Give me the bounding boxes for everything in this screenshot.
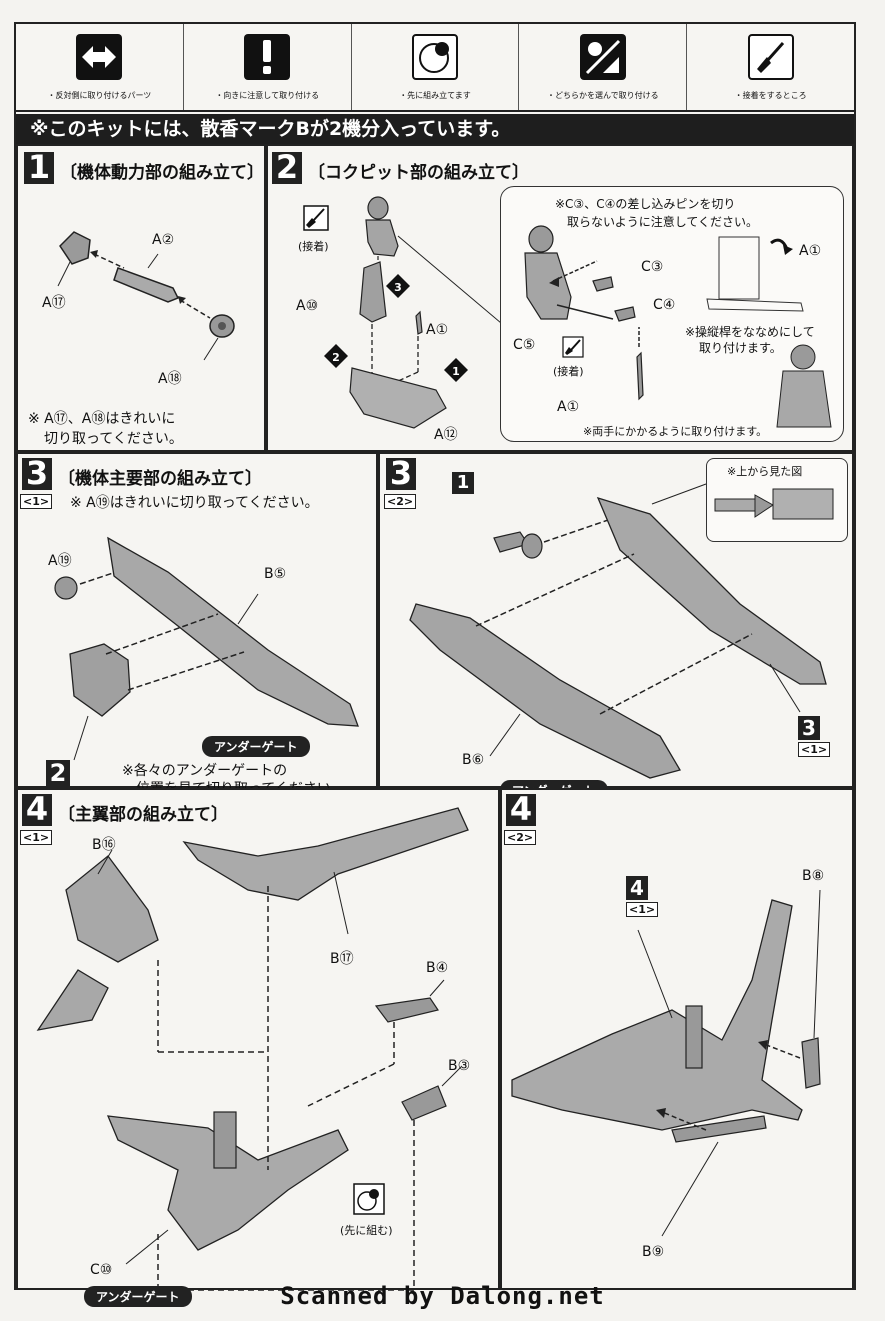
part-label: A① — [426, 322, 449, 338]
part-label: A⑩ — [296, 298, 319, 314]
choose-one-icon — [579, 34, 626, 80]
svg-text:2: 2 — [332, 351, 340, 364]
step3-2-panel: 3 <2> 1 ※上から見た図 B⑥ 3 <1> アンダーゲート — [378, 452, 854, 801]
order-marker: 1 — [452, 472, 474, 494]
callout-note: ※C③、C④の差し込みピンを切り — [555, 197, 736, 211]
pilot-detail-diagram — [524, 225, 832, 428]
part-label: C③ — [641, 259, 664, 275]
step-note: ※各々のアンダーゲートの — [122, 763, 288, 779]
under-gate-label: アンダーゲート — [202, 736, 310, 757]
assemble-first-label: (先に組む) — [340, 1224, 393, 1237]
step-number: 4 — [22, 793, 52, 826]
part-label: A⑱ — [158, 371, 182, 387]
glue-label: (接着) — [553, 365, 584, 378]
sub-step-tag: <1> — [20, 830, 53, 845]
part-label: B⑯ — [92, 837, 116, 853]
sub-step-tag: <2> — [384, 494, 417, 509]
instruction-page: ・反対側に取り付けるパーツ ・向きに注意して取り付ける ・先に組み立てます ・ど… — [14, 22, 856, 1307]
step1-panel: 1 〔機体動力部の組み立て〕 A⑰ A② A⑱ ※ A⑰、A⑱はきれいに 切り取… — [16, 144, 266, 452]
legend-label: ・反対側に取り付けるパーツ — [47, 91, 152, 100]
step-number: 3 — [386, 457, 416, 490]
cockpit-diagram: 3 2 1 — [324, 196, 515, 429]
kit-notice-banner: ※このキットには、散香マークBが2機分入っています。 — [16, 114, 854, 144]
legend-label: ・接着をするところ — [734, 91, 807, 100]
step-note: ※ A⑰、A⑱はきれいに — [28, 411, 176, 427]
exclamation-icon — [244, 34, 291, 80]
legend-label: ・どちらかを選んで取り付ける — [546, 91, 659, 100]
double-arrow-icon — [76, 34, 123, 80]
part-label: A① — [799, 243, 822, 259]
step-note: 切り取ってください。 — [44, 431, 183, 447]
order-marker: 3 — [394, 281, 402, 294]
step-number: 2 — [272, 151, 302, 184]
legend-item-assemble-first: ・先に組み立てます — [352, 24, 520, 110]
step1-diagram — [57, 231, 235, 361]
ref-step: 3 — [798, 716, 820, 740]
part-label: A⑰ — [42, 295, 66, 311]
step4-2-panel: 4 <2> 4 <1> B⑧ B⑨ — [500, 788, 854, 1290]
callout-note: ※操縦桿をななめにして — [685, 325, 815, 339]
part-label: B③ — [448, 1058, 471, 1074]
symbol-legend: ・反対側に取り付けるパーツ ・向きに注意して取り付ける ・先に組み立てます ・ど… — [16, 24, 854, 112]
part-label: B⑰ — [330, 951, 354, 967]
part-label: B④ — [426, 960, 449, 976]
fuselage-right-diagram — [409, 483, 827, 779]
legend-item-opposite-side: ・反対側に取り付けるパーツ — [16, 24, 184, 110]
step-title: 〔機体動力部の組み立て〕 — [60, 163, 264, 183]
part-label: A⑫ — [434, 427, 458, 443]
fuselage-left-diagram — [54, 536, 359, 761]
wing-final-diagram — [511, 889, 821, 1237]
glue-brush-icon — [747, 34, 794, 80]
legend-item-orientation: ・向きに注意して取り付ける — [184, 24, 352, 110]
top-view-callout: ※上から見た図 — [706, 458, 848, 542]
ref-sub-tag: <1> — [798, 742, 831, 757]
part-label: C⑤ — [513, 337, 536, 353]
glue-brush-icon — [303, 205, 329, 231]
step4-1-panel: 4 <1> 〔主翼部の組み立て〕 — [16, 788, 500, 1307]
part-label: A⑲ — [48, 553, 72, 569]
part-label: B⑧ — [802, 868, 825, 884]
ref-step: 2 — [46, 760, 70, 786]
legend-label: ・向きに注意して取り付ける — [215, 91, 320, 100]
under-gate-label: アンダーゲート — [84, 1286, 192, 1307]
part-label: B⑥ — [462, 752, 485, 768]
ref-step: 4 — [626, 876, 648, 900]
wing-assembly-diagram — [36, 807, 469, 1291]
step-number: 3 — [22, 457, 52, 490]
part-label: A② — [152, 232, 175, 248]
top-view-diagram — [714, 488, 834, 520]
callout-note: ※上から見た図 — [727, 465, 803, 478]
callout-note: 取り付けます。 — [699, 341, 782, 355]
legend-item-choose-one: ・どちらかを選んで取り付ける — [519, 24, 688, 110]
step-note: ※ A⑲はきれいに切り取ってください。 — [70, 495, 319, 511]
pilot-detail-callout: ※C③、C④の差し込みピンを切り 取らないように注意してください。 — [500, 186, 844, 442]
step-title: 〔機体主要部の組み立て〕 — [58, 469, 262, 489]
callout-note: 取らないように注意してください。 — [567, 215, 759, 229]
step-title: 〔主翼部の組み立て〕 — [58, 805, 228, 825]
legend-item-glue: ・接着をするところ — [687, 24, 854, 110]
scan-credit: Scanned by Dalong.net — [280, 1282, 605, 1310]
part-label: A① — [557, 399, 580, 415]
step-number: 4 — [506, 793, 536, 826]
legend-label: ・先に組み立てます — [399, 91, 471, 100]
ref-sub-tag: <1> — [626, 902, 659, 917]
part-label: B⑨ — [642, 1244, 665, 1260]
svg-text:1: 1 — [452, 365, 460, 378]
step-number: 1 — [24, 151, 54, 184]
first-assemble-icon — [411, 34, 458, 80]
step-title: 〔コクピット部の組み立て〕 — [308, 163, 529, 183]
part-label: C⑩ — [90, 1262, 113, 1278]
step3-1-panel: 3 <1> 〔機体主要部の組み立て〕 ※ A⑲はきれいに切り取ってください。 A… — [16, 452, 378, 797]
glue-label: (接着) — [298, 240, 329, 253]
part-label: C④ — [653, 297, 676, 313]
step2-panel: 2 〔コクピット部の組み立て〕 (接着) 3 2 1 — [266, 144, 854, 452]
sub-step-tag: <1> — [20, 494, 53, 509]
part-label: B⑤ — [264, 566, 287, 582]
sub-step-tag: <2> — [504, 830, 537, 845]
callout-note: ※両手にかかるように取り付けます。 — [583, 425, 768, 438]
